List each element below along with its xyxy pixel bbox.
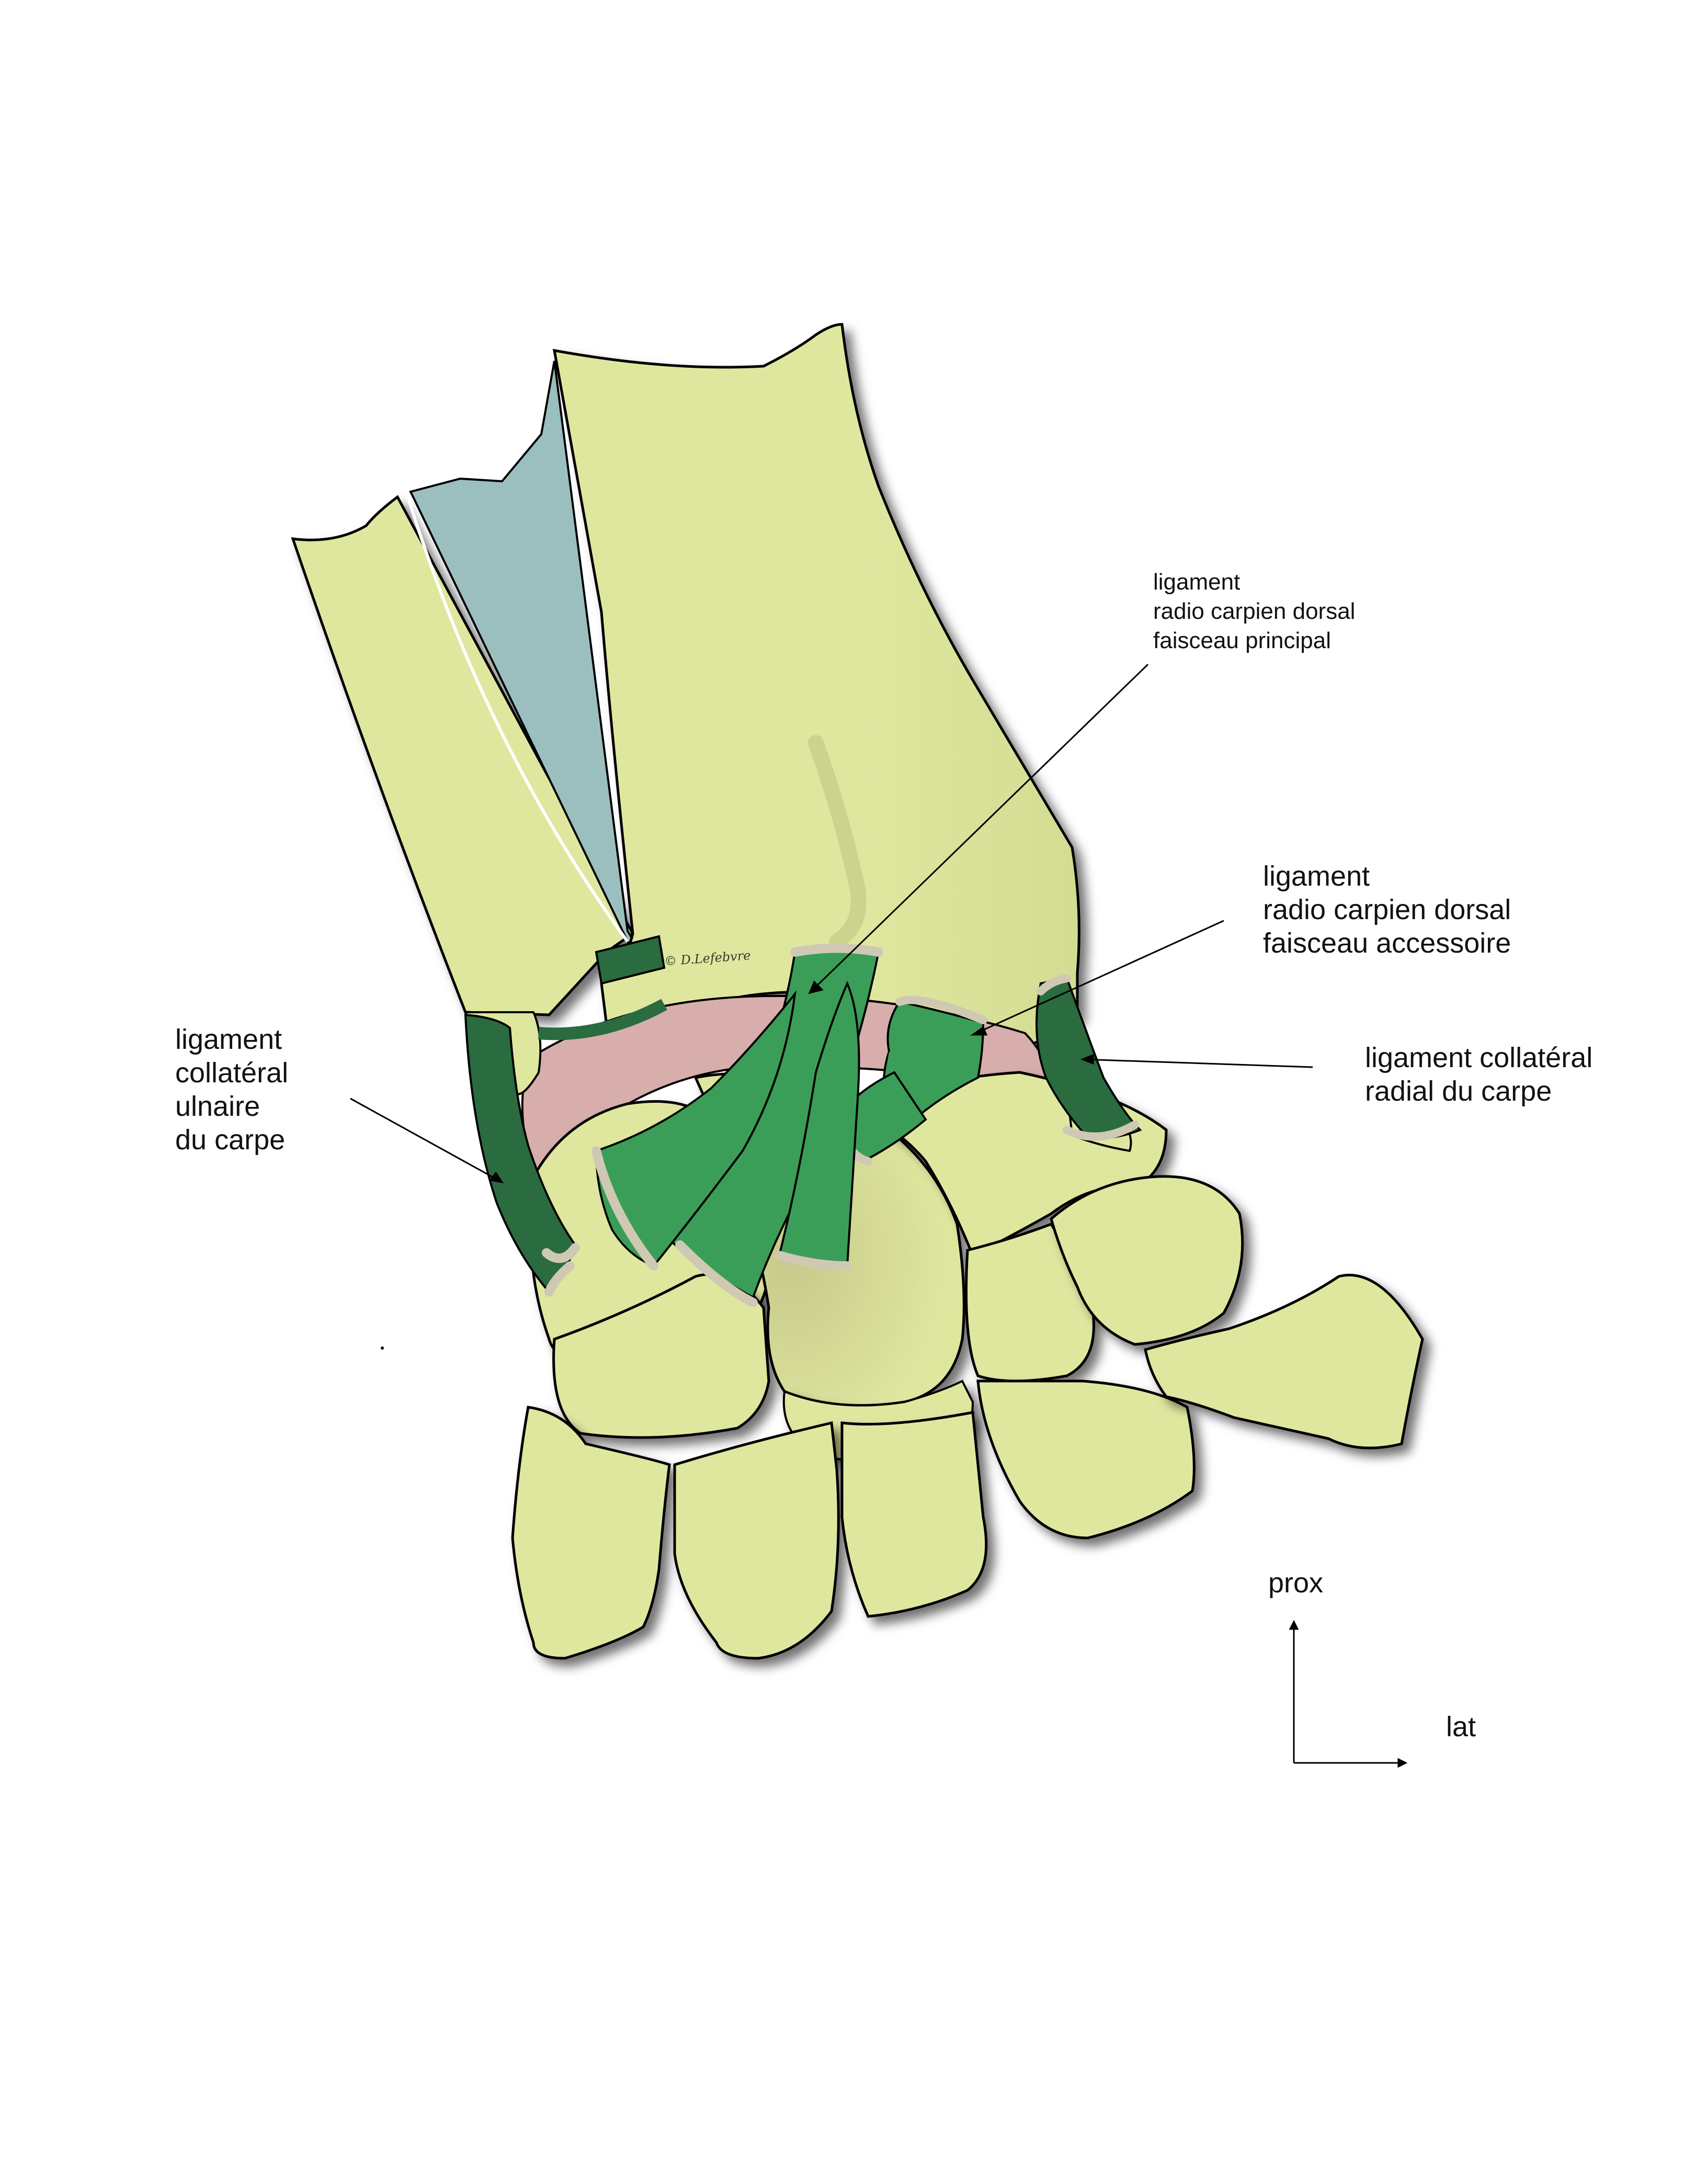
label-lat: lat	[1446, 1711, 1476, 1742]
label-accessory-line-1: ligament	[1263, 861, 1370, 892]
label-ulnar-line-4: du carpe	[175, 1124, 286, 1156]
label-ulnar-line-3: ulnaire	[175, 1091, 260, 1122]
label-principal-line-2: radio carpien dorsal	[1153, 598, 1356, 624]
metacarpal-3	[840, 1411, 988, 1618]
principal-bundle-fray	[591, 943, 883, 1307]
prox-arrow-head	[1289, 1620, 1299, 1630]
ulnar-dorsal-slip	[595, 935, 666, 985]
metacarpal-4	[673, 1421, 840, 1660]
label-radial-line-2: radial du carpe	[1365, 1076, 1552, 1107]
lat-arrow-head	[1397, 1758, 1408, 1768]
principal-bundle-band-3	[778, 980, 860, 1268]
leader-ulnar-arrow	[489, 1171, 504, 1184]
ulnar-ligament-fray	[542, 1243, 580, 1297]
leader-radial-arrow	[1080, 1054, 1094, 1065]
label-accessory-line-3: faisceau accessoire	[1263, 927, 1511, 959]
trapezoid	[965, 1222, 1095, 1383]
leader-accessory	[972, 920, 1224, 1036]
leader-ulnar	[350, 1097, 503, 1183]
label-accessory-line-2: radio carpien dorsal	[1263, 894, 1511, 925]
label-prox: prox	[1268, 1567, 1324, 1599]
metacarpal-1	[1144, 1274, 1424, 1450]
stray-dot	[381, 1346, 384, 1350]
leader-principal	[809, 663, 1149, 994]
radius	[552, 323, 1080, 1048]
leader-lines	[350, 663, 1313, 1184]
label-radial-collateral: ligament collatéral radial du carpe	[1365, 1041, 1592, 1108]
ulna-highlight	[406, 496, 629, 943]
label-principal-line-1: ligament	[1153, 569, 1241, 595]
trapezium	[1050, 1175, 1244, 1346]
leader-principal-arrow	[808, 980, 824, 994]
label-ulnar-line-1: ligament	[175, 1024, 282, 1055]
metacarpal-2	[976, 1379, 1196, 1540]
radial-ligament-fray	[1037, 974, 1139, 1141]
leader-radial	[1082, 1058, 1313, 1068]
label-ulnar-line-2: collatéral	[175, 1057, 289, 1089]
label-principal-line-3: faisceau principal	[1153, 628, 1331, 653]
principal-bundle-band-2	[595, 990, 796, 1268]
label-accessory-bundle: ligament radio carpien dorsal faisceau a…	[1263, 859, 1511, 960]
leader-accessory-arrow	[970, 1026, 988, 1036]
label-ulnar-collateral: ligament collatéral ulnaire du carpe	[175, 1023, 288, 1157]
radius-groove	[808, 735, 867, 949]
metacarpal-5	[511, 1406, 671, 1660]
label-principal-bundle: ligament radio carpien dorsal faisceau p…	[1153, 568, 1355, 655]
label-radial-line-1: ligament collatéral	[1365, 1042, 1593, 1073]
ulnar-curve-band	[538, 999, 667, 1040]
orientation-arrows	[1289, 1620, 1408, 1768]
